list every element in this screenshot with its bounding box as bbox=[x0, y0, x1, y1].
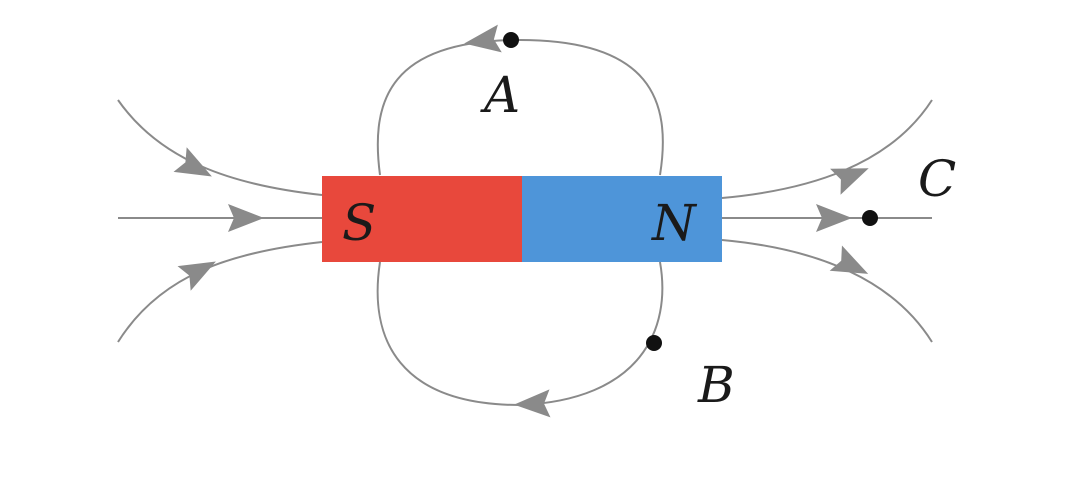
field-arrows bbox=[173, 24, 869, 418]
arrow-left-lower bbox=[177, 261, 216, 291]
point-c-label: C bbox=[918, 150, 956, 208]
arrow-left-middle bbox=[228, 204, 264, 232]
arrow-right-lower bbox=[829, 245, 869, 274]
field-line-left-lower bbox=[117, 241, 323, 343]
point-c-dot bbox=[862, 210, 878, 226]
point-a-label: A bbox=[480, 66, 520, 124]
point-b-label: B bbox=[697, 356, 735, 414]
field-line-left-upper bbox=[117, 99, 323, 196]
arrow-top-loop bbox=[464, 24, 502, 53]
arrow-bottom-loop bbox=[514, 389, 551, 418]
bar-magnet: S N bbox=[322, 176, 722, 262]
magnet-south-pole bbox=[322, 176, 522, 262]
field-line-right-upper bbox=[721, 99, 933, 199]
arrow-left-upper bbox=[173, 147, 212, 177]
magnet-north-pole bbox=[522, 176, 722, 262]
arrow-right-upper bbox=[830, 168, 869, 195]
field-line-top-loop bbox=[376, 38, 664, 176]
field-line-right-lower bbox=[721, 239, 933, 343]
field-line-bottom-loop bbox=[376, 261, 664, 407]
point-b-dot bbox=[646, 335, 662, 351]
south-pole-label: S bbox=[342, 194, 376, 252]
point-a-dot bbox=[503, 32, 519, 48]
arrow-right-middle bbox=[816, 204, 852, 232]
north-pole-label: N bbox=[651, 194, 698, 252]
field-points: A B C bbox=[480, 32, 956, 414]
